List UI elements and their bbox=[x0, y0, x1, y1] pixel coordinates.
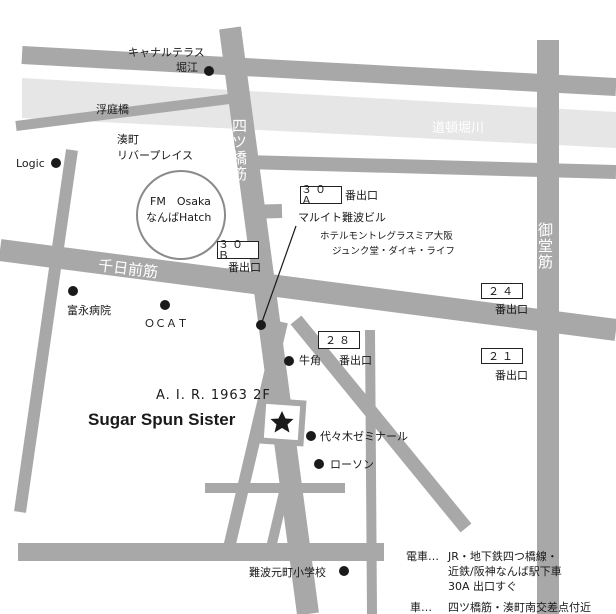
ocat-label: ＯＣＡＴ bbox=[144, 317, 188, 330]
road-sennichimae bbox=[0, 239, 616, 341]
road-yotsubashi bbox=[219, 26, 319, 614]
exit-28-box: ２８ bbox=[318, 331, 360, 349]
yoyogi-dot bbox=[306, 431, 316, 441]
train-line-1: JR・地下鉄四つ橋線・ bbox=[448, 550, 558, 563]
road-nw-diagonal bbox=[15, 92, 246, 131]
canal-terrace-label-1: キャナルテラス bbox=[128, 46, 205, 59]
logic-dot bbox=[51, 158, 61, 168]
fm-osaka-circle bbox=[136, 170, 226, 260]
gyukaku-dot bbox=[284, 356, 294, 366]
minatomachi-label-2: リバープレイス bbox=[117, 149, 194, 162]
venue-name: Sugar Spun Sister bbox=[88, 410, 236, 429]
road-south-diagonal bbox=[365, 329, 377, 614]
train-line-3: 30A 出口すぐ bbox=[448, 580, 518, 593]
star-icon bbox=[270, 411, 294, 433]
exit-24-label: 番出口 bbox=[495, 303, 528, 316]
road-west-oblique bbox=[14, 149, 78, 513]
road-upper-west bbox=[244, 204, 283, 219]
road-east-upper bbox=[244, 155, 616, 179]
tominaga-label: 富永病院 bbox=[67, 304, 111, 317]
dotonbori-label: 道頓堀川 bbox=[432, 121, 485, 136]
namba-hatch-label: なんばHatch bbox=[146, 211, 212, 224]
tominaga-dot bbox=[68, 286, 78, 296]
school-dot bbox=[339, 566, 349, 576]
ocat-dot bbox=[160, 300, 170, 310]
midosuji-label: 御堂筋 bbox=[536, 222, 554, 270]
exit-24-box: ２４ bbox=[481, 283, 523, 299]
train-line-2: 近鉄/阪神なんば駅下車 bbox=[448, 565, 562, 578]
marui-label: マルイト難波ビル bbox=[298, 211, 386, 224]
road-south-east bbox=[290, 315, 472, 533]
marui-leader-line bbox=[261, 225, 297, 323]
yotsubashi-label: 四ツ橋筋 bbox=[230, 118, 248, 182]
venue-floor-label: A. I. R. 1963 2F bbox=[156, 388, 271, 403]
car-label: 車… bbox=[410, 601, 432, 614]
road-lower-diagonal bbox=[222, 320, 288, 554]
lawson-label: ローソン bbox=[330, 458, 374, 471]
yoyogi-label: 代々木ゼミナール bbox=[320, 430, 408, 443]
canal-terrace-dot bbox=[204, 66, 214, 76]
hotel-label-2: ジュンク堂・ダイキ・ライフ bbox=[332, 246, 455, 257]
lawson-dot bbox=[314, 459, 324, 469]
ukiniwa-label: 浮庭橋 bbox=[96, 103, 129, 116]
marui-dot bbox=[256, 320, 266, 330]
exit-30a-label: 番出口 bbox=[345, 189, 378, 202]
exit-21-box: ２１ bbox=[481, 348, 523, 364]
exit-21-label: 番出口 bbox=[495, 369, 528, 382]
road-top-diagonal bbox=[21, 46, 616, 96]
car-line-1: 四ツ橋筋・湊町南交差点付近 bbox=[448, 601, 591, 614]
logic-label: Logic bbox=[16, 157, 45, 170]
fm-osaka-label: FM Osaka bbox=[150, 195, 211, 208]
exit-30b-label: 番出口 bbox=[228, 261, 261, 274]
exit-30b-box: ３０Ｂ bbox=[217, 239, 259, 261]
road-spur-2 bbox=[265, 486, 290, 554]
dotonbori-canal bbox=[22, 78, 616, 148]
school-label: 難波元町小学校 bbox=[249, 566, 326, 579]
train-label: 電車… bbox=[406, 550, 439, 563]
canal-terrace-label-2: 堀江 bbox=[176, 61, 198, 74]
gyukaku-label: 牛角 bbox=[299, 354, 321, 367]
exit-28-label: 番出口 bbox=[339, 354, 372, 367]
minatomachi-label-1: 湊町 bbox=[117, 133, 139, 146]
hotel-label-1: ホテルモントレグラスミア大阪 bbox=[320, 231, 453, 242]
exit-30a-box: ３０Ａ bbox=[300, 184, 342, 206]
